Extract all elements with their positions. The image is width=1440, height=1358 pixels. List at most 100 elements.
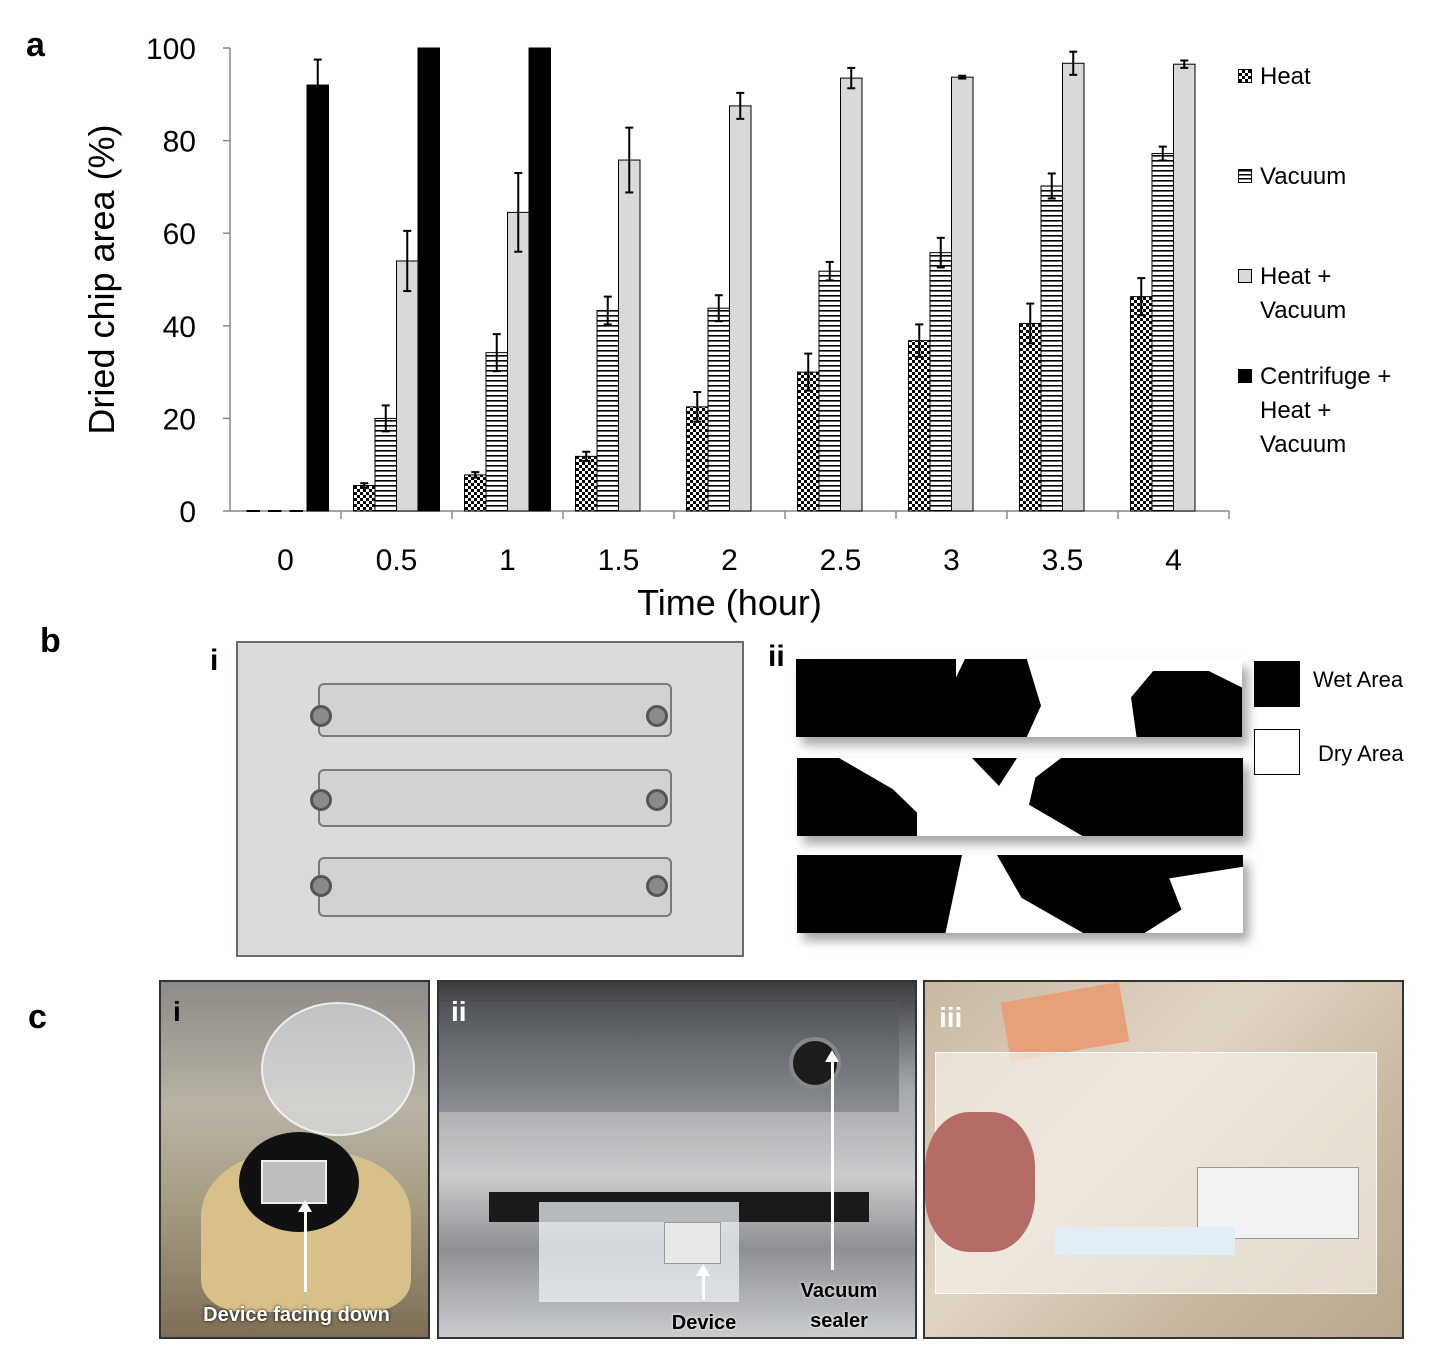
legend-swatch-wet — [1254, 661, 1300, 707]
y-tick-label: 40 — [163, 311, 196, 344]
panel-b-label-i: i — [210, 644, 219, 677]
arrow-head — [696, 1264, 710, 1276]
binary-strip-2 — [797, 758, 1243, 836]
chip-photo — [236, 641, 744, 957]
bar-hlines — [596, 310, 619, 512]
y-tick-label: 20 — [163, 403, 196, 436]
wet-region — [797, 758, 917, 836]
chip-channel-2 — [318, 769, 672, 827]
x-tick-label: 0 — [277, 544, 294, 577]
legend-item-heat-vacuum: Heat + Vacuum — [1238, 262, 1346, 328]
inlet-port — [310, 875, 332, 897]
bar-checker — [908, 340, 931, 512]
bar-hlines — [818, 270, 841, 512]
legend-swatch-lightgray — [1238, 269, 1252, 283]
photo-vacuum-sealer: ii Device Vacuum sealer — [437, 980, 917, 1339]
photo-centrifuge: i Device facing down — [159, 980, 430, 1339]
x-tick-label: 2 — [721, 544, 738, 577]
legend-item-vacuum: Vacuum — [1238, 162, 1346, 194]
bar-hlines — [1040, 185, 1063, 512]
panel-letter-c: c — [28, 998, 47, 1036]
legend-label-dry: Dry Area — [1318, 741, 1404, 766]
y-tick-label: 0 — [179, 496, 196, 529]
legend-item-centrifuge: Centrifuge + Heat + Vacuum — [1238, 362, 1391, 462]
wet-region — [997, 855, 1243, 933]
bag-label-strip — [1055, 1227, 1235, 1255]
y-tick-label: 60 — [163, 218, 196, 251]
bar-light-gray — [840, 77, 863, 512]
label-device: Device — [671, 1312, 737, 1334]
y-axis-title: Dried chip area (%) — [81, 124, 122, 434]
legend-swatch-black — [1238, 369, 1252, 383]
legend-label-centrifuge: Centrifuge + Heat + Vacuum — [1260, 363, 1392, 458]
bar-checker — [464, 474, 487, 512]
inlet-port — [310, 705, 332, 727]
arrow-head — [825, 1050, 839, 1062]
bar-checker — [575, 455, 598, 512]
binary-strip-3 — [797, 855, 1243, 933]
wet-region — [1131, 671, 1242, 737]
arrow-line — [831, 1060, 834, 1270]
arrow-line — [304, 1210, 307, 1292]
panel-letter-b: b — [40, 622, 61, 660]
x-tick-label: 0.5 — [376, 544, 418, 577]
wet-region — [946, 659, 1041, 737]
bar-checker — [1130, 296, 1153, 512]
binary-strip-1 — [796, 659, 1242, 737]
device — [1197, 1167, 1359, 1239]
wet-region — [1029, 758, 1243, 836]
legend-label-wet: Wet Area — [1313, 667, 1404, 692]
panel-letter-a: a — [26, 26, 45, 64]
legend-swatch-dry — [1254, 729, 1300, 775]
legend-swatch-checker — [1238, 69, 1252, 83]
bar-light-gray — [951, 76, 974, 512]
bar-hlines — [485, 352, 508, 512]
bar-hlines — [929, 252, 952, 512]
bar-black — [306, 84, 329, 512]
device — [664, 1222, 721, 1264]
x-tick-label: 1 — [499, 544, 516, 577]
legend-label-heat: Heat — [1260, 63, 1311, 90]
legend-label-vacuum: Vacuum — [1260, 163, 1347, 190]
bar-checker — [353, 485, 376, 512]
photo-sealed-bag: iii — [923, 980, 1404, 1339]
x-tick-label: 4 — [1165, 544, 1182, 577]
hand — [925, 1112, 1035, 1252]
photo-label-iii: iii — [939, 1002, 963, 1033]
centrifuge-lid — [261, 1002, 415, 1136]
legend-item-heat: Heat — [1238, 62, 1311, 94]
wet-region — [797, 855, 962, 933]
label-vacuum-sealer: Vacuum sealer — [800, 1280, 878, 1332]
panel-b-label-ii: ii — [768, 640, 785, 673]
bar-light-gray — [507, 211, 530, 512]
device — [261, 1160, 327, 1204]
arrow-head — [298, 1200, 312, 1212]
bar-black — [417, 47, 440, 512]
bar-hlines — [1151, 153, 1174, 512]
x-tick-label: 3 — [943, 544, 960, 577]
bar-light-gray — [1062, 62, 1085, 512]
bar-checker — [797, 371, 820, 512]
x-tick-label: 2.5 — [820, 544, 862, 577]
outlet-port — [646, 705, 668, 727]
outlet-port — [646, 875, 668, 897]
bar-checker — [1019, 322, 1042, 512]
wet-region — [796, 659, 956, 737]
chip-channel-3 — [318, 857, 672, 917]
y-tick-label: 100 — [146, 33, 196, 66]
floor-tile — [1000, 982, 1130, 1062]
arrow-line — [702, 1272, 705, 1300]
legend-swatch-hlines — [1238, 169, 1252, 183]
bar-black — [528, 47, 551, 512]
chip-channel-1 — [318, 683, 672, 737]
inlet-port — [310, 789, 332, 811]
photo-label-ii: ii — [451, 996, 467, 1027]
bar-light-gray — [729, 105, 752, 512]
outlet-port — [646, 789, 668, 811]
x-tick-label: 1.5 — [598, 544, 640, 577]
wet-region — [972, 758, 1017, 786]
x-axis-title: Time (hour) — [637, 582, 822, 623]
photo-label-i: i — [173, 996, 181, 1027]
bar-hlines — [707, 307, 730, 512]
